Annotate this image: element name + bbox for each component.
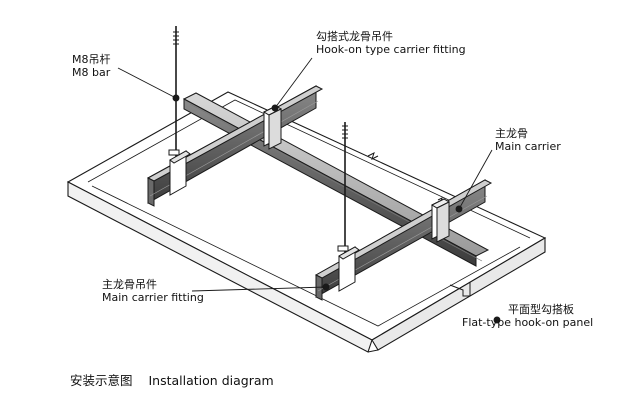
panel-right-fold [371,237,546,351]
label-m8-bar-zh: M8吊杆 [72,53,111,66]
leader-m8-bar [117,67,177,99]
leader-main-carrier [458,149,493,210]
label-main-carrier-zh: 主龙骨 [495,127,528,140]
label-hook-on-fitting-en: Hook-on type carrier fitting [316,43,466,56]
panel-break-mark [367,152,379,160]
leader-lines [117,57,501,324]
label-main-carrier-fitting-en: Main carrier fitting [102,291,204,304]
label-hook-on-fitting: 勾搭式龙骨吊件 Hook-on type carrier fitting [316,30,466,56]
caption-en: Installation diagram [148,373,274,388]
label-flat-panel-zh: 平面型勾搭板 [508,303,574,316]
hook-on-fitting-1 [262,105,283,150]
leader-hook-on-fitting [274,57,313,109]
dot-flat-panel [493,316,501,324]
dot-main-carrier [455,205,463,213]
m8-bar-2 [342,122,348,266]
hook-on-fitting-2 [430,198,451,243]
dot-m8-bar [172,94,180,102]
label-flat-panel: 平面型勾搭板 Flat-type hook-on panel [462,303,593,329]
diagram-caption: 安装示意图 Installation diagram [70,370,274,389]
label-hook-on-fitting-zh: 勾搭式龙骨吊件 [316,30,393,43]
panel-inner-edge-2 [91,185,521,327]
leader-main-carrier-fitting [191,286,327,292]
panel-inner-edge [87,99,531,239]
main-carrier-1-end [147,177,155,207]
panel-hook-channel [449,282,471,297]
main-carrier-fitting-2 [337,245,360,292]
label-m8-bar-en: M8 bar [72,66,111,79]
label-main-carrier: 主龙骨 Main carrier [495,127,561,153]
main-carrier-fitting-1 [168,149,191,196]
dot-main-carrier-fitting [322,283,330,291]
label-m8-bar: M8吊杆 M8 bar [72,53,111,79]
label-flat-panel-en: Flat-type hook-on panel [462,316,594,329]
label-main-carrier-fitting: 主龙骨吊件 Main carrier fitting [102,278,204,304]
label-main-carrier-fitting-zh: 主龙骨吊件 [102,278,157,291]
label-main-carrier-en: Main carrier [495,140,561,153]
dot-hook-on-fitting [271,104,279,112]
caption-zh: 安装示意图 [70,373,133,388]
